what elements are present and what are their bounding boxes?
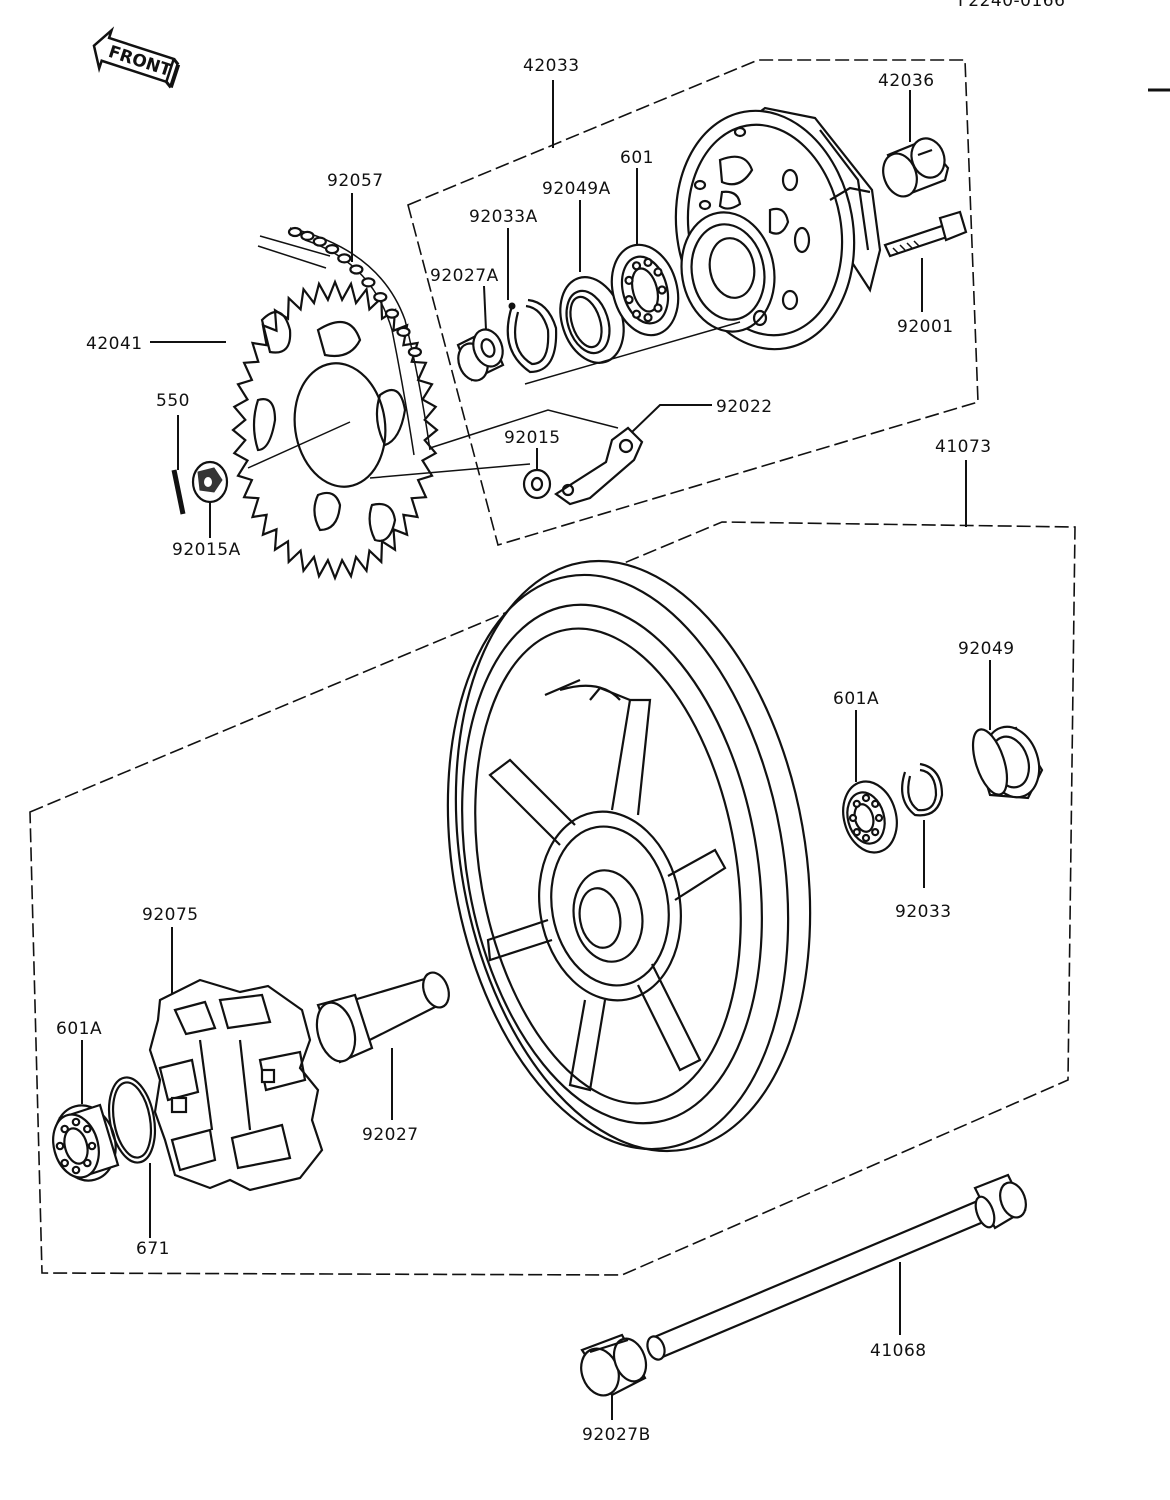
label-92033: 92033 (895, 902, 952, 922)
label-92049a: 92049A (542, 179, 611, 199)
sprocket (231, 279, 439, 581)
collar-92027 (315, 971, 450, 1064)
leader-lines (81, 80, 991, 1420)
collar-92027a (456, 328, 505, 382)
label-41068: 41068 (870, 1341, 927, 1361)
oil-seal-92049 (971, 725, 1044, 800)
label-92015a: 92015A (172, 540, 241, 560)
label-92015: 92015 (504, 428, 561, 448)
label-92033a: 92033A (469, 207, 538, 227)
label-42033: 42033 (523, 56, 580, 76)
label-92075: 92075 (142, 905, 199, 925)
label-601: 601 (620, 148, 654, 168)
label-601a-left: 601A (56, 1019, 102, 1039)
label-601a-right: 601A (833, 689, 879, 709)
label-92057: 92057 (327, 171, 384, 191)
wheel-group-boundary (29, 521, 1076, 1276)
bearing-601a-right (842, 780, 898, 854)
axle-nut (191, 460, 229, 504)
chain-adjuster-plate (554, 426, 644, 506)
collar-92027b (580, 1333, 648, 1397)
rear-axle (646, 1173, 1027, 1361)
label-41073: 41073 (935, 437, 992, 457)
bearing-601a-left (52, 1103, 120, 1182)
label-92022: 92022 (716, 397, 773, 417)
label-92001: 92001 (897, 317, 954, 337)
label-550: 550 (156, 391, 190, 411)
o-ring-671 (107, 1076, 157, 1164)
oil-seal-92049a (559, 276, 625, 364)
label-92049: 92049 (958, 639, 1015, 659)
bolt-92001 (883, 210, 968, 258)
circlip-92033 (901, 762, 944, 817)
front-arrow: FRONT (92, 26, 181, 89)
drive-chain (257, 226, 431, 456)
circlip-92033a (506, 298, 558, 374)
label-42036: 42036 (878, 71, 935, 91)
collar-42036 (882, 137, 950, 198)
nut-92015 (522, 468, 552, 500)
rear-wheel (446, 559, 812, 1153)
part-labels: 42033 42036 92057 601 92049A 92033A 9202… (56, 56, 1015, 1445)
diagram-code: F2240-0166 (958, 0, 1065, 11)
cotter-pin (171, 467, 187, 515)
label-42041: 42041 (86, 334, 143, 354)
bearing-601 (610, 243, 680, 337)
sprocket-hub (674, 106, 882, 351)
label-92027b: 92027B (582, 1425, 651, 1445)
label-92027a: 92027A (430, 266, 499, 286)
label-92027: 92027 (362, 1125, 419, 1145)
coupling-damper (148, 978, 324, 1192)
hub-group-boundary (407, 59, 979, 547)
label-671: 671 (136, 1239, 170, 1259)
